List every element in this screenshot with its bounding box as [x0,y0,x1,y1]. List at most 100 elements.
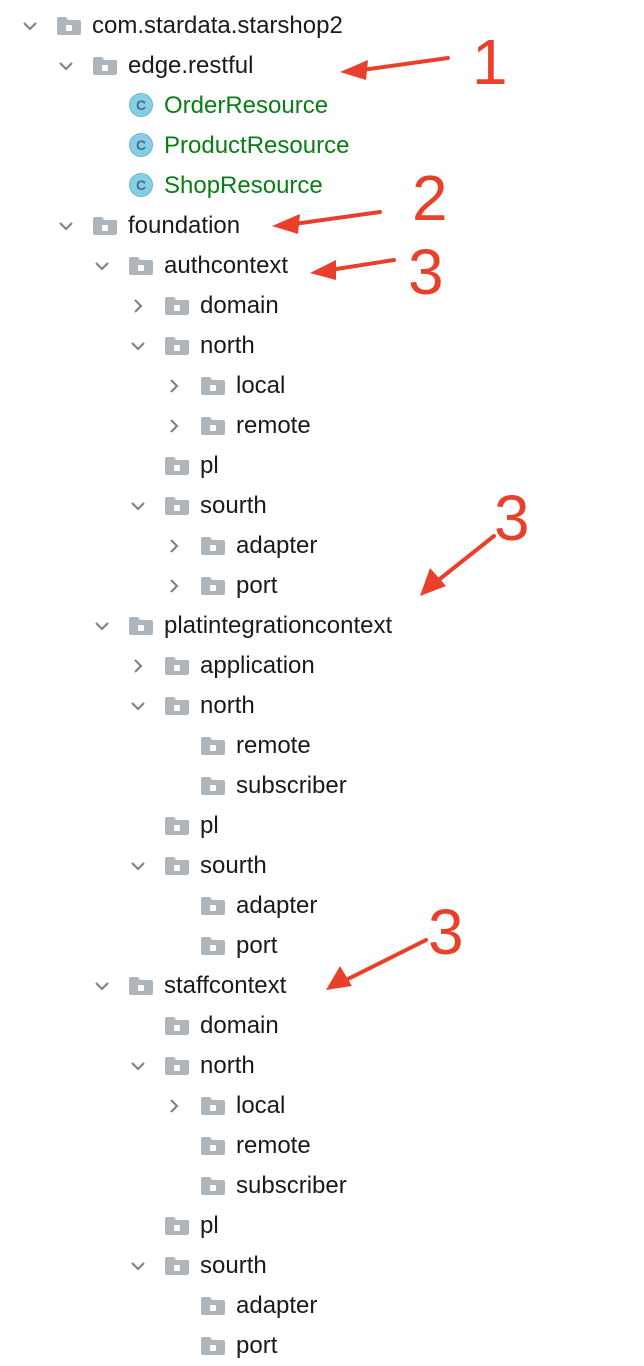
chevron-down-icon[interactable] [22,18,38,34]
chevron-down-icon[interactable] [130,858,146,874]
folder-icon [200,536,226,556]
tree-node-shopresource[interactable]: C ShopResource [0,166,644,206]
tree-node-label: com.stardata.starshop2 [92,12,343,39]
tree-node-adapter[interactable]: adapter [0,1286,644,1326]
tree-node-pl[interactable]: pl [0,806,644,846]
tree-node-port[interactable]: port [0,1326,644,1366]
tree-node-productresource[interactable]: C ProductResource [0,126,644,166]
folder-icon [164,816,190,836]
folder-icon [164,296,190,316]
tree-node-label: domain [200,292,279,319]
folder-icon [200,1176,226,1196]
folder-icon [200,1336,226,1356]
chevron-down-icon[interactable] [58,58,74,74]
tree-node-label: authcontext [164,252,289,279]
tree-node-north[interactable]: north [0,686,644,726]
tree-node-label: edge.restful [128,52,254,79]
folder-icon [200,576,226,596]
tree-node-subscriber[interactable]: subscriber [0,1166,644,1206]
tree-node-remote[interactable]: remote [0,1126,644,1166]
chevron-right-icon[interactable] [166,378,182,394]
tree-node-label: sourth [200,492,267,519]
tree-node-sourth[interactable]: sourth [0,846,644,886]
chevron-right-icon[interactable] [130,658,146,674]
tree-node-pl[interactable]: pl [0,446,644,486]
chevron-right-icon[interactable] [166,538,182,554]
tree-node-local[interactable]: local [0,1086,644,1126]
tree-node-label: adapter [236,892,318,919]
chevron-right-icon[interactable] [166,578,182,594]
tree-node-label: subscriber [236,772,347,799]
tree-node-label: OrderResource [164,92,329,119]
tree-node-port[interactable]: port [0,566,644,606]
tree-node-domain[interactable]: domain [0,286,644,326]
folder-icon [200,1296,226,1316]
tree-node-label: adapter [236,532,318,559]
folder-icon [200,736,226,756]
folder-icon [200,1096,226,1116]
chevron-down-icon[interactable] [130,1258,146,1274]
tree-node-label: application [200,652,315,679]
chevron-right-icon[interactable] [166,1098,182,1114]
folder-icon [200,776,226,796]
tree-node-com-stardata-starshop2[interactable]: com.stardata.starshop2 [0,6,644,46]
tree-node-label: platintegrationcontext [164,612,393,639]
tree-node-label: foundation [128,212,241,239]
tree-node-domain[interactable]: domain [0,1006,644,1046]
chevron-right-icon[interactable] [166,418,182,434]
tree-node-port[interactable]: port [0,926,644,966]
annotation-marker-2: 2 [412,162,448,234]
folder-icon [164,456,190,476]
chevron-down-icon[interactable] [130,1058,146,1074]
tree-node-label: local [236,372,286,399]
tree-node-orderresource[interactable]: C OrderResource [0,86,644,126]
tree-node-local[interactable]: local [0,366,644,406]
folder-icon [164,1056,190,1076]
chevron-down-icon[interactable] [130,498,146,514]
chevron-down-icon[interactable] [94,978,110,994]
tree-node-remote[interactable]: remote [0,726,644,766]
folder-icon [164,1216,190,1236]
tree-node-foundation[interactable]: foundation [0,206,644,246]
chevron-down-icon[interactable] [94,618,110,634]
annotation-marker-3: 3 [428,896,464,968]
tree-node-north[interactable]: north [0,326,644,366]
tree-node-label: port [236,1332,278,1359]
tree-node-sourth[interactable]: sourth [0,486,644,526]
tree-node-label: domain [200,1012,279,1039]
tree-node-label: north [200,692,255,719]
annotation-marker-3: 3 [494,482,530,554]
chevron-down-icon[interactable] [94,258,110,274]
tree-node-label: ProductResource [164,132,350,159]
tree-node-label: remote [236,732,311,759]
tree-node-authcontext[interactable]: authcontext [0,246,644,286]
folder-icon [164,496,190,516]
tree-node-adapter[interactable]: adapter [0,886,644,926]
tree-node-north[interactable]: north [0,1046,644,1086]
folder-icon [128,976,154,996]
folder-icon [200,896,226,916]
folder-icon [92,216,118,236]
folder-icon [164,336,190,356]
tree-node-subscriber[interactable]: subscriber [0,766,644,806]
folder-icon [164,696,190,716]
tree-node-application[interactable]: application [0,646,644,686]
tree-node-adapter[interactable]: adapter [0,526,644,566]
tree-node-edge-restful[interactable]: edge.restful [0,46,644,86]
chevron-down-icon[interactable] [130,698,146,714]
class-icon: C [129,173,153,197]
tree-node-remote[interactable]: remote [0,406,644,446]
chevron-down-icon[interactable] [130,338,146,354]
chevron-right-icon[interactable] [130,298,146,314]
tree-node-platintegrationcontext[interactable]: platintegrationcontext [0,606,644,646]
folder-icon [56,16,82,36]
chevron-down-icon[interactable] [58,218,74,234]
tree-node-label: staffcontext [164,972,287,999]
tree-node-staffcontext[interactable]: staffcontext [0,966,644,1006]
tree-node-sourth[interactable]: sourth [0,1246,644,1286]
folder-icon [128,256,154,276]
folder-icon [128,616,154,636]
tree-node-pl[interactable]: pl [0,1206,644,1246]
folder-icon [200,936,226,956]
